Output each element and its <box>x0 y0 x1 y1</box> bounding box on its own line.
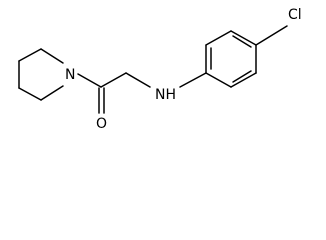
aryl-bond-3 <box>230 30 257 46</box>
ring-bond-c4-c5 <box>18 87 42 101</box>
bond-ch2-nh <box>125 72 151 88</box>
bond-n-carbonyl <box>77 73 102 88</box>
bond-aryl-cl <box>255 25 288 46</box>
carbonyl-oxygen-label: O <box>96 116 107 132</box>
bond-carbonyl-ch2 <box>100 72 127 88</box>
chlorine-label: Cl <box>288 7 302 23</box>
ring-bond-n-c2 <box>40 48 64 64</box>
structure-canvas: N O NH Cl <box>18 7 302 132</box>
aryl-bond-5 <box>230 72 257 88</box>
structure-diagram: N O NH Cl <box>18 7 302 132</box>
benzene-ring <box>205 25 288 88</box>
ring-bond-c5-c6 <box>40 85 64 101</box>
piperidine-ring <box>18 48 64 101</box>
amine-label: NH <box>155 87 176 103</box>
ring-bond-c2-c3 <box>18 48 42 62</box>
aryl-double-3 <box>232 70 252 83</box>
aryl-double-2 <box>232 35 252 48</box>
aryl-bond-2 <box>205 30 232 46</box>
ring-nitrogen-label: N <box>65 67 75 83</box>
chain <box>77 72 207 114</box>
aryl-bond-6 <box>205 72 232 88</box>
bond-nh-aryl <box>179 72 207 88</box>
